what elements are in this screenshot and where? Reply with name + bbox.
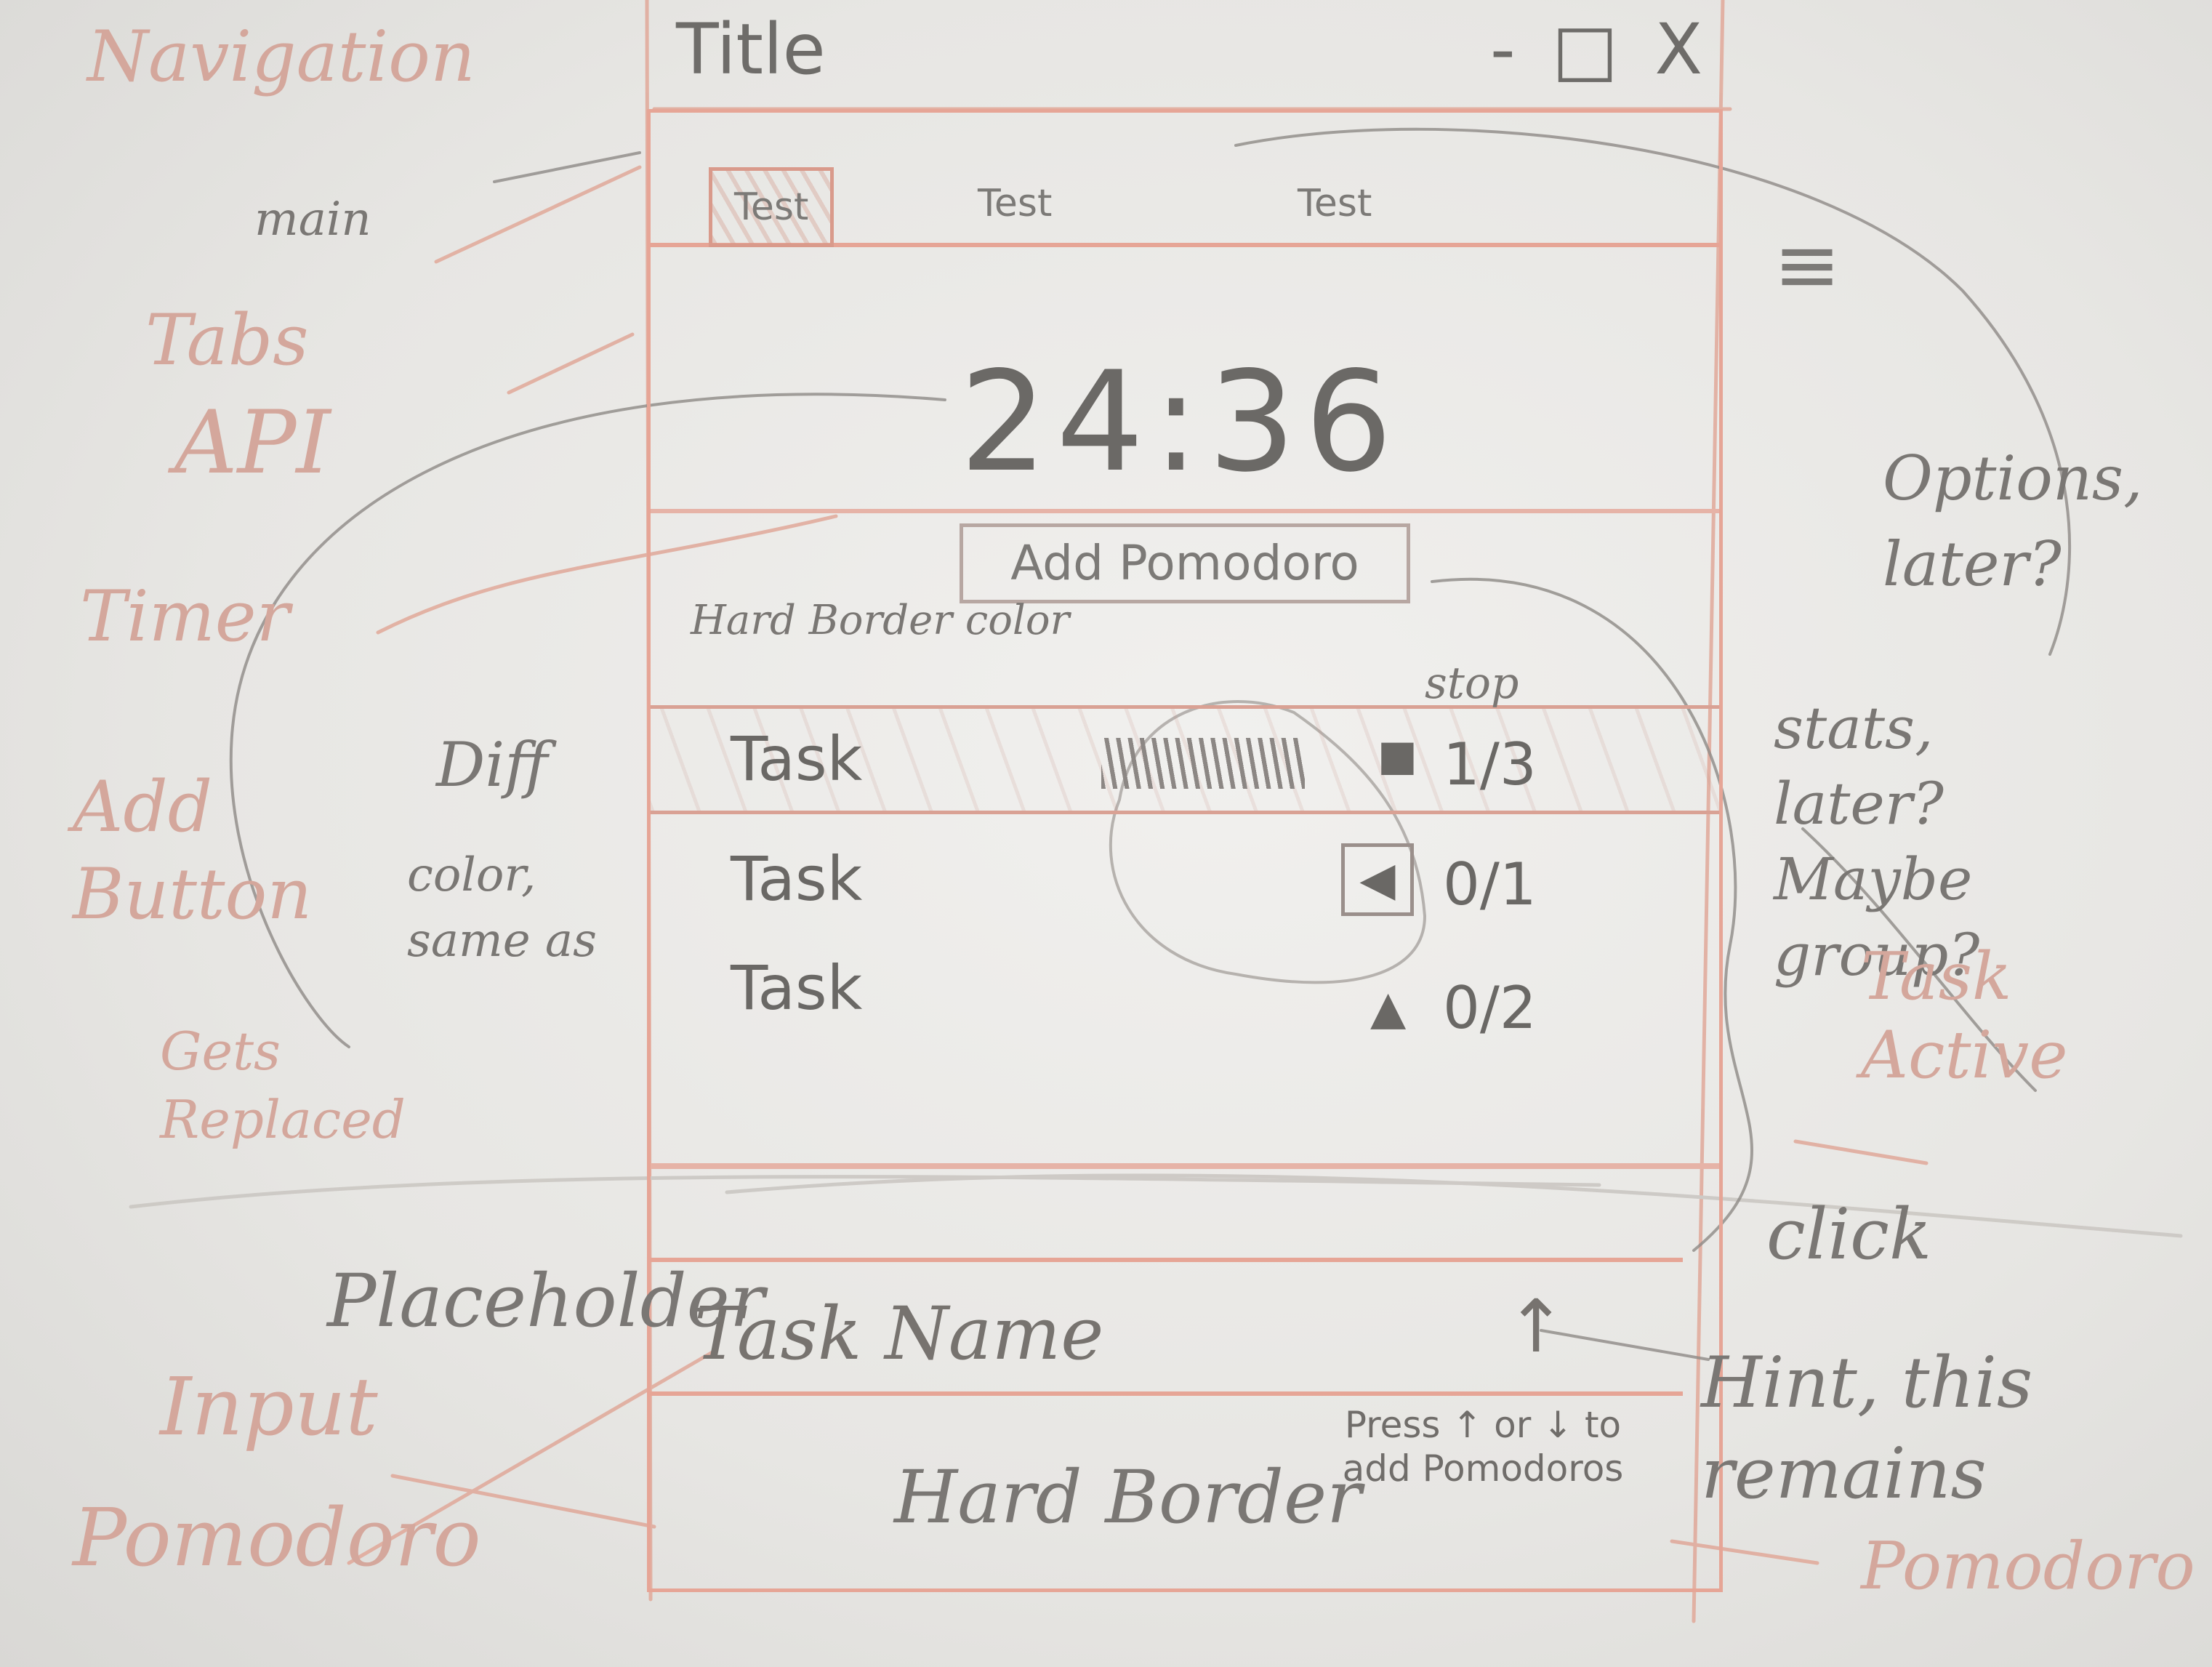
task-pomodoro-count: 0/1 (1443, 851, 1537, 918)
task-name: Task (731, 952, 863, 1024)
window-controls[interactable]: - □ X (1490, 9, 1710, 90)
annotation-gets-replaced: Gets Replaced (160, 1021, 406, 1150)
add-pomodoro-button[interactable]: Add Pomodoro (960, 523, 1410, 603)
annotation-task-active: Task Active (1861, 939, 2068, 1093)
play-icon[interactable]: ◀ (1341, 843, 1414, 916)
task-pomodoro-count: 1/3 (1443, 731, 1537, 798)
annotation-diff: Diff (436, 729, 548, 800)
window-title: Title (676, 9, 826, 90)
annotation-pomodoro-right: Pomodoro (1861, 1528, 2195, 1604)
tab-2[interactable]: Test (978, 182, 1053, 225)
annotation-placeholder: Placeholder (327, 1258, 765, 1343)
annotation-stop: stop (1425, 658, 1519, 709)
tab-1[interactable]: Test (709, 167, 834, 247)
stop-icon[interactable]: ■ (1378, 731, 1417, 780)
window-titlebar: Title - □ X (647, 0, 1723, 109)
input-hint: Press ↑ or ↓ to add Pomodoros (1342, 1404, 1624, 1490)
task-pomodoro-count: 0/2 (1443, 974, 1537, 1042)
input-placeholder: Task Name (694, 1291, 1104, 1376)
task-row[interactable]: Task ◀ 0/1 (651, 829, 1719, 938)
task-name-input[interactable]: Task Name ↑ (651, 1258, 1683, 1396)
arrow-up-icon[interactable]: ↑ (1505, 1284, 1567, 1369)
annotation-timer: Timer (80, 576, 290, 657)
task-name: Task (731, 723, 863, 795)
annotation-click: click (1766, 1194, 1932, 1275)
tab-3[interactable]: Test (1298, 182, 1372, 225)
app-window-frame (647, 109, 1723, 1592)
play-icon[interactable]: ▲ (1370, 981, 1407, 1035)
task-row[interactable]: Task ▲ 0/2 (651, 938, 1719, 1047)
task-name: Task (731, 843, 863, 915)
annotation-options: Options, later? (1883, 443, 2143, 600)
bottom-divider (651, 1163, 1719, 1169)
annotation-navigation: Navigation (87, 16, 475, 97)
annotation-api: API (174, 393, 331, 494)
tab-bar: Test Test Test (651, 138, 1719, 247)
timer-display: 24:36 (960, 342, 1401, 502)
task-progress-fill (1101, 738, 1305, 789)
annotation-hard-border-color: Hard Border color (691, 597, 1070, 644)
annotation-hint-remains: Hint, this remains (1701, 1342, 2033, 1514)
task-list: Task ■ 1/3 Task ◀ 0/1 Task ▲ 0/2 (651, 705, 1719, 1156)
task-row-active[interactable]: Task ■ 1/3 (651, 705, 1719, 814)
annotation-input: Input (160, 1360, 378, 1453)
annotation-pomodoro-left: Pomodoro (73, 1491, 481, 1584)
annotation-add-button: Add Button (73, 766, 313, 935)
annotation-diff-color: color, same as (407, 848, 597, 968)
annotation-stats: stats, later? Maybe group? (1774, 694, 1980, 989)
annotation-main: main (254, 193, 371, 246)
annotation-tabs: Tabs (145, 300, 309, 381)
timer-divider (651, 509, 1719, 513)
annotation-hard-border: Hard Border (894, 1455, 1362, 1540)
hamburger-icon[interactable]: ≡ (1774, 218, 1841, 311)
